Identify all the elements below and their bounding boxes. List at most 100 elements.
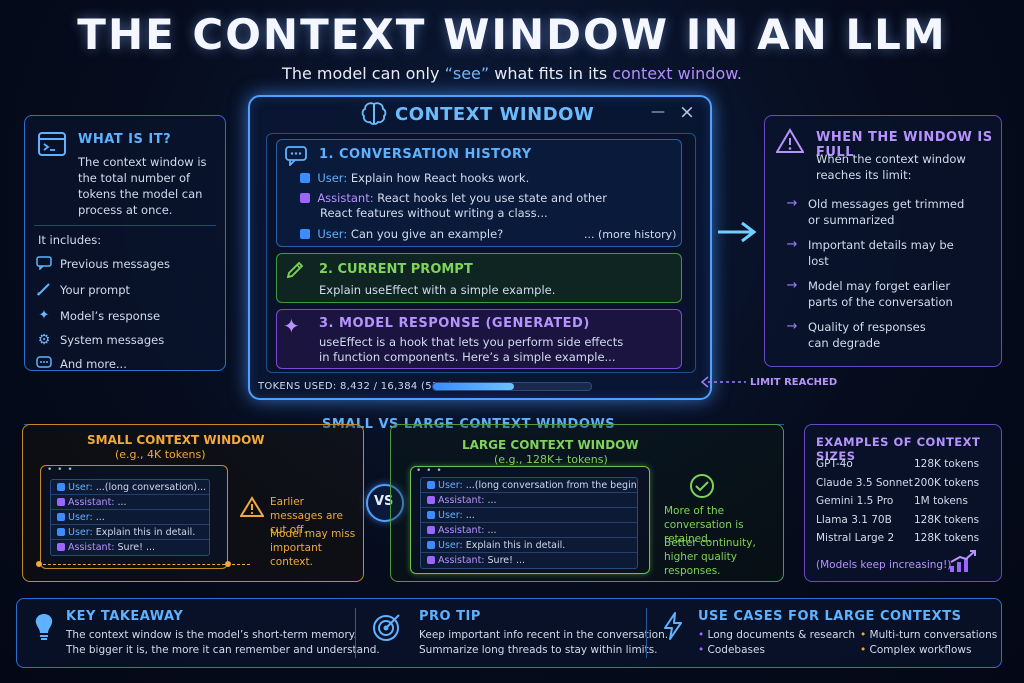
- use-case-item: • Long documents & research: [698, 629, 856, 641]
- window-full-intro: When the context window reaches its limi…: [816, 152, 966, 182]
- message-role: Assistant:: [435, 495, 485, 506]
- user-marker: [57, 528, 65, 536]
- list-item-line1: Model may forget earlier: [808, 279, 951, 293]
- cutoff-dot-right: [225, 561, 231, 567]
- list-item-line1: Important details may be: [808, 238, 954, 252]
- assistant-marker: [57, 543, 65, 551]
- list-item: ✦ Model’s response: [36, 308, 216, 324]
- what-is-it-panel: [24, 115, 226, 371]
- message-row: Assistant: React hooks let you use state…: [300, 190, 660, 206]
- use-case-item: • Complex workflows: [860, 644, 972, 656]
- target-icon: [372, 612, 402, 646]
- message-role: Assistant:: [435, 555, 485, 566]
- user-marker: [300, 229, 310, 239]
- limit-reached-label: LIMIT REACHED: [750, 377, 838, 388]
- message-role: User:: [317, 227, 348, 241]
- list-item-line2: or summarized: [808, 213, 895, 227]
- message-row: User: Explain this in detail.: [421, 538, 637, 553]
- arrow-icon: →: [786, 319, 798, 334]
- pro-tip-line-2: Summarize long threads to stay within li…: [419, 644, 658, 656]
- response-heading: 3. MODEL RESPONSE (GENERATED): [319, 316, 590, 331]
- bottom-bar: [16, 598, 1002, 668]
- message-row: User: Explain this in detail.: [51, 525, 209, 540]
- small-window-title: SMALL CONTEXT WINDOW: [87, 433, 265, 447]
- context-size: 1M tokens: [914, 495, 968, 507]
- subtitle-part1: The model can only: [282, 64, 445, 83]
- cutoff-dot-left: [36, 561, 42, 567]
- close-button[interactable]: ×: [679, 101, 695, 123]
- terminal-icon: [38, 132, 66, 160]
- message-row: User: ...(long conversation)...: [51, 480, 209, 495]
- list-item-line1: Quality of responses: [808, 320, 926, 334]
- arrow-icon: →: [786, 278, 798, 293]
- context-size: 200K tokens: [914, 476, 980, 489]
- divider: [34, 225, 216, 226]
- chat-icon: [285, 146, 307, 170]
- arrow-icon: →: [786, 237, 798, 252]
- list-item-line2: lost: [808, 254, 829, 268]
- response-line-2: in function components. Here’s a simple …: [319, 350, 616, 364]
- message-row: Assistant: Sure! ...: [51, 540, 209, 555]
- message-role: Assistant:: [317, 191, 374, 205]
- use-case-label: Long documents & research: [707, 629, 856, 641]
- sparkle-icon: ✦: [283, 314, 300, 338]
- large-window-messages: User: ...(long conversation from the beg…: [420, 477, 638, 569]
- list-item: And more...: [36, 356, 216, 372]
- more-icon: [36, 356, 52, 372]
- subtitle-see: “see”: [444, 64, 490, 83]
- list-item: Your prompt: [36, 282, 216, 300]
- prompt-text: Explain useEffect with a simple example.: [319, 283, 556, 297]
- use-cases-heading: USE CASES FOR LARGE CONTEXTS: [698, 609, 962, 624]
- window-dots: • • •: [416, 466, 443, 476]
- message-text: React hooks let you use state and other: [377, 191, 607, 205]
- history-heading: 1. CONVERSATION HISTORY: [319, 147, 532, 162]
- message-role: User:: [65, 512, 93, 523]
- message-role: Assistant:: [65, 542, 115, 553]
- message-role: User:: [435, 480, 463, 491]
- assistant-marker: [427, 496, 435, 504]
- arrow-right-icon: [716, 220, 758, 248]
- message-text: Explain this in detail.: [92, 527, 196, 538]
- message-row: User: ...: [421, 508, 637, 523]
- takeaway-heading: KEY TAKEAWAY: [66, 609, 184, 624]
- large-note-1: More of the conversation is retained.: [664, 505, 744, 545]
- assistant-marker: [300, 193, 310, 203]
- divider: [355, 608, 356, 658]
- list-item: ⚙ System messages: [36, 332, 216, 348]
- divider: [646, 608, 647, 658]
- subtitle-part2: what fits in its: [489, 64, 613, 83]
- large-window-subtitle: (e.g., 128K+ tokens): [494, 453, 608, 466]
- list-item: Previous messages: [36, 256, 216, 274]
- minimize-button[interactable]: —: [651, 104, 665, 120]
- context-size: 128K tokens: [914, 513, 980, 526]
- message-row: User: ...: [51, 510, 209, 525]
- assistant-marker: [57, 498, 65, 506]
- context-size: 128K tokens: [914, 532, 980, 544]
- model-response-section: [276, 309, 682, 369]
- message-row: User: Explain how React hooks work.: [300, 170, 529, 186]
- what-is-it-description: The context window is the total number o…: [78, 155, 207, 217]
- user-marker: [427, 511, 435, 519]
- pencil-icon: [36, 282, 52, 300]
- message-text: ...: [484, 525, 497, 536]
- warning-icon: [239, 496, 265, 522]
- list-item-label: System messages: [60, 333, 165, 347]
- list-item: → Important details may be lost: [784, 237, 994, 269]
- message-text: Can you give an example?: [350, 227, 504, 241]
- message-text: ...(long conversation)...: [92, 482, 207, 493]
- message-role: User:: [65, 527, 93, 538]
- context-window-title: CONTEXT WINDOW: [395, 104, 595, 125]
- examples-footer: (Models keep increasing!): [816, 559, 952, 571]
- message-text: Explain how React hooks work.: [350, 171, 530, 185]
- message-text: Explain this in detail.: [462, 540, 566, 551]
- window-full-heading: WHEN THE WINDOW IS FULL: [816, 130, 993, 160]
- message-text: ...: [462, 510, 475, 521]
- chat-icon: [36, 256, 52, 274]
- vs-label: VS: [374, 494, 394, 509]
